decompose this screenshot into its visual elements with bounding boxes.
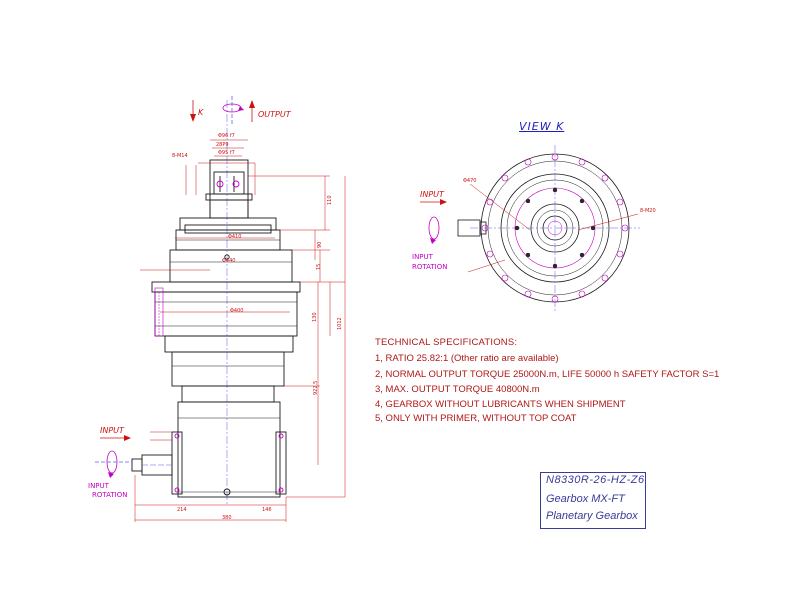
dim-w-380: 380	[222, 515, 232, 521]
model-number: N8330R-26-HZ-Z6	[546, 474, 645, 486]
product-name: Gearbox MX-FT	[546, 493, 625, 505]
dim-h-1012: 1012	[337, 317, 343, 330]
dim-view-bolt: 8-M20	[640, 208, 656, 214]
title-block	[540, 472, 646, 529]
input-rotation-marker-side	[95, 435, 132, 478]
k-label: K	[198, 108, 204, 117]
spec-item-5: 5, ONLY WITH PRIMER, WITHOUT TOP COAT	[375, 413, 577, 424]
input-rotation-view-2: ROTATION	[412, 263, 448, 271]
input-housing	[177, 401, 281, 498]
lower-body	[164, 335, 294, 353]
dim-key-width: 28P9	[216, 142, 229, 148]
spec-item-3: 3, MAX. OUTPUT TORQUE 40800N.m	[375, 384, 540, 395]
spec-item-1: 1, RATIO 25.82:1 (Other ratio are availa…	[375, 353, 559, 364]
input-rotation-marker-view	[420, 199, 447, 244]
side-view	[131, 100, 301, 505]
dim-h-130: 130	[312, 312, 318, 322]
view-k	[457, 145, 640, 312]
spec-title: TECHNICAL SPECIFICATIONS:	[375, 337, 518, 348]
upper-flange	[179, 217, 277, 231]
outer-bolt-holes	[481, 153, 629, 303]
output-label: OUTPUT	[258, 110, 291, 119]
dim-w-214: 214	[177, 507, 187, 513]
input-rotation-view-1: INPUT	[412, 253, 433, 261]
dim-view-pcd: Φ470	[463, 178, 477, 184]
dim-h-90: 90	[317, 241, 323, 248]
dim-bolt: 8-M14	[172, 153, 188, 159]
output-shaft	[209, 159, 249, 219]
dim-body-dia: Φ400	[230, 308, 244, 314]
dim-flange-dia: Φ410	[228, 234, 242, 240]
inner-bolt-holes	[514, 187, 596, 269]
mount-flange	[151, 281, 301, 293]
side-dimensions	[134, 139, 346, 522]
dim-h-15: 15	[316, 263, 322, 270]
dim-pcd: Φ440	[222, 258, 236, 264]
dim-h-110: 110	[327, 195, 333, 205]
dim-top-width: Φ96 f7	[218, 133, 235, 139]
input-label-side: INPUT	[100, 426, 124, 435]
product-type: Planetary Gearbox	[546, 510, 638, 522]
spec-item-2: 2, NORMAL OUTPUT TORQUE 25000N.m, LIFE 5…	[375, 369, 720, 380]
input-rotation-side-2: ROTATION	[92, 491, 128, 499]
view-k-label: VIEW K	[519, 120, 565, 133]
k-view-marker	[190, 96, 255, 124]
dim-w-146: 146	[262, 507, 272, 513]
dim-shaft-dia: Φ95 f7	[218, 150, 235, 156]
input-rotation-side-1: INPUT	[88, 482, 109, 490]
input-label-view: INPUT	[420, 190, 444, 199]
dim-h-922: 922.5	[313, 380, 319, 395]
spec-item-4: 4, GEARBOX WITHOUT LUBRICANTS WHEN SHIPM…	[375, 399, 626, 410]
main-ring	[169, 249, 293, 283]
